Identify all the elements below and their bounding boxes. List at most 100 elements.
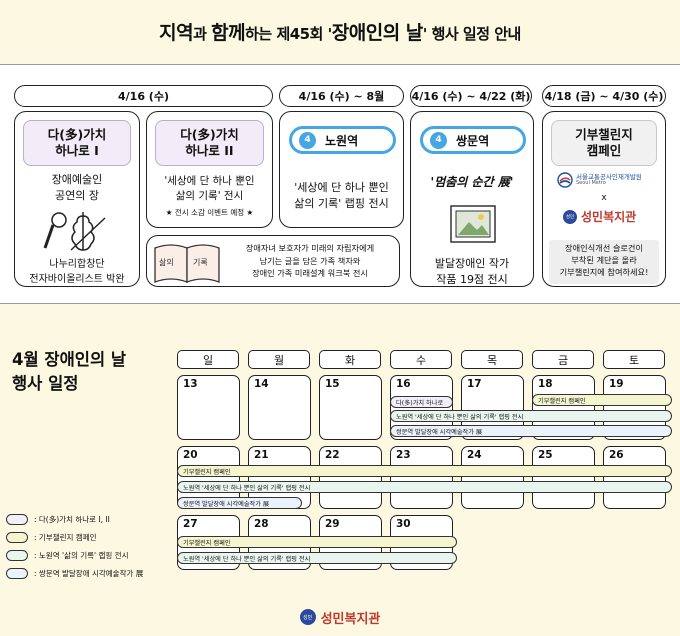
book-label: 삶의 (159, 258, 174, 267)
station-name: 쌍문역 (456, 133, 490, 148)
day-number: 27 (183, 518, 198, 530)
day-number: 26 (609, 449, 624, 461)
legend-label: : 다(多)가치 하나로 I, II (34, 514, 110, 524)
page-title: 지역과 함께하는 제45회 '장애인의 날' 행사 일정 안내 (159, 18, 521, 45)
day-number: 19 (609, 378, 624, 390)
foot-line: 나누리합창단 (49, 259, 105, 270)
desc-line: 작품 19점 전시 (436, 272, 508, 286)
event-bar-nowon: 노원역 '세상에 단 하나 뿐인 삶의 기록' 랩핑 전시 (390, 410, 672, 422)
desc-line: 장애예술인 (51, 173, 103, 186)
legend-label: : 쌍문역 발달장애 시각예술작가 展 (34, 568, 144, 578)
line-4-icon: 4 (430, 131, 447, 149)
seongmin-logo-icon: 성민 (299, 609, 316, 625)
calendar-day: 24 (461, 446, 524, 509)
desc-line: 삶의 기록' 랩핑 전시 (294, 196, 389, 210)
desc-line: 장애인 가족 미래설계 워크북 전시 (252, 268, 368, 279)
day-number: 24 (467, 449, 482, 461)
legend-label: : 기부챌린지 캠페인 (34, 532, 97, 542)
foot-line: 전자바이올리스트 박완 (29, 273, 125, 285)
seoul-metro-logo: 서울교통공사인재개발원 Seoul Metro (557, 172, 642, 188)
day-number: 18 (538, 378, 553, 390)
weekday-header: 목 (461, 350, 523, 369)
open-book-icon (154, 244, 220, 283)
legend-item: : 기부챌린지 캠페인 (6, 531, 97, 543)
day-number: 30 (396, 518, 411, 530)
desc-line: '세상에 단 하나 뿐인 (294, 181, 389, 194)
title-text: 함께 (211, 21, 246, 44)
title-text: 장애인의 날 (331, 21, 424, 44)
day-number: 23 (396, 449, 411, 461)
day-number: 13 (183, 378, 198, 390)
calendar-day: 25 (532, 446, 595, 509)
day-number: 20 (183, 449, 198, 461)
seongmin-logo: 성민 성민복지관 (563, 208, 636, 225)
day-number: 21 (254, 449, 269, 461)
weekday-header: 수 (390, 350, 452, 369)
legend-swatch (6, 549, 28, 561)
schedule-panel: 4/16 (수) 4/16 (수) ~ 8월 4/16 (수) ~ 4/22 (… (0, 64, 680, 304)
desc-line: '세상에 단 하나 뿐인 (164, 175, 255, 187)
date-pill: 4/16 (수) (14, 85, 273, 107)
calendar-day: 14 (248, 375, 311, 440)
legend-item: : 다(多)가치 하나로 I, II (6, 513, 110, 525)
title-text: 하는 제45회 ' (245, 24, 332, 43)
footer: 성민 성민복지관 (0, 598, 680, 636)
date-pill: 4/18 (금) ~ 4/30 (수) (542, 85, 666, 107)
footer-logo-name: 성민복지관 (320, 611, 381, 627)
weekday-header: 화 (319, 350, 381, 369)
day-number: 29 (325, 518, 340, 530)
legend-item: : 노원역 '삶의 기록' 랩핑 전시 (6, 549, 128, 561)
weekday-header: 월 (248, 350, 310, 369)
event-bar-dagachi: 다(多)가치 하나로 (390, 396, 453, 408)
book-label: 기록 (193, 258, 208, 267)
calendar-day: 23 (390, 446, 453, 509)
calendar-day: 15 (319, 375, 382, 440)
weekday-header: 일 (177, 350, 239, 369)
event-bar-donation: 기부챌린지 캠페인 (532, 394, 672, 406)
desc-line: 발달장애인 작가 (434, 257, 510, 270)
card-title-line: 하나로 I (55, 143, 99, 158)
desc-line: 공연의 장 (55, 188, 99, 202)
card-title-line: 하나로 II (185, 143, 234, 158)
metro-logo-icon (557, 172, 573, 188)
page-header: 지역과 함께하는 제45회 '장애인의 날' 행사 일정 안내 (0, 0, 680, 62)
desc-line: 남기는 글을 담은 가족 책자와 (259, 255, 361, 266)
calendar-title-line: 행사 일정 (12, 373, 79, 393)
weekday-header: 토 (603, 350, 665, 369)
day-number: 15 (325, 378, 340, 390)
exhibit-title: '멈춤의 순간 展' (430, 175, 514, 189)
event-bar-nowon: 노원역 '세상에 단 하나 뿐인 삶의 기록' 랩핑 전시 (177, 481, 672, 493)
legend-swatch (6, 531, 28, 543)
title-text: 지역 (159, 21, 194, 44)
legend-swatch (6, 513, 28, 525)
card-title-line: 다(多)가치 (180, 127, 239, 143)
event-bar-donation: 기부챌린지 캠페인 (177, 465, 672, 477)
card-note: ★ 전시 소감 이벤트 예정 ★ (165, 208, 254, 217)
line-4-icon: 4 (299, 131, 316, 149)
desc-line: 장애인식개선 슬로건이 (565, 243, 643, 253)
metro-sub: Seoul Metro (576, 179, 606, 186)
weekday-header: 금 (532, 350, 594, 369)
card-title-line: 기부챌린지 (575, 127, 633, 143)
day-number: 14 (254, 378, 269, 390)
microphone-violin-icon (43, 212, 106, 251)
picture-frame-icon (450, 205, 496, 243)
legend-label: : 노원역 '삶의 기록' 랩핑 전시 (34, 550, 129, 560)
date-pill: 4/16 (수) ~ 4/22 (화) (410, 85, 532, 107)
legend-item: : 쌍문역 발달장애 시각예술작가 展 (6, 567, 143, 579)
title-text: 과 (193, 24, 212, 43)
